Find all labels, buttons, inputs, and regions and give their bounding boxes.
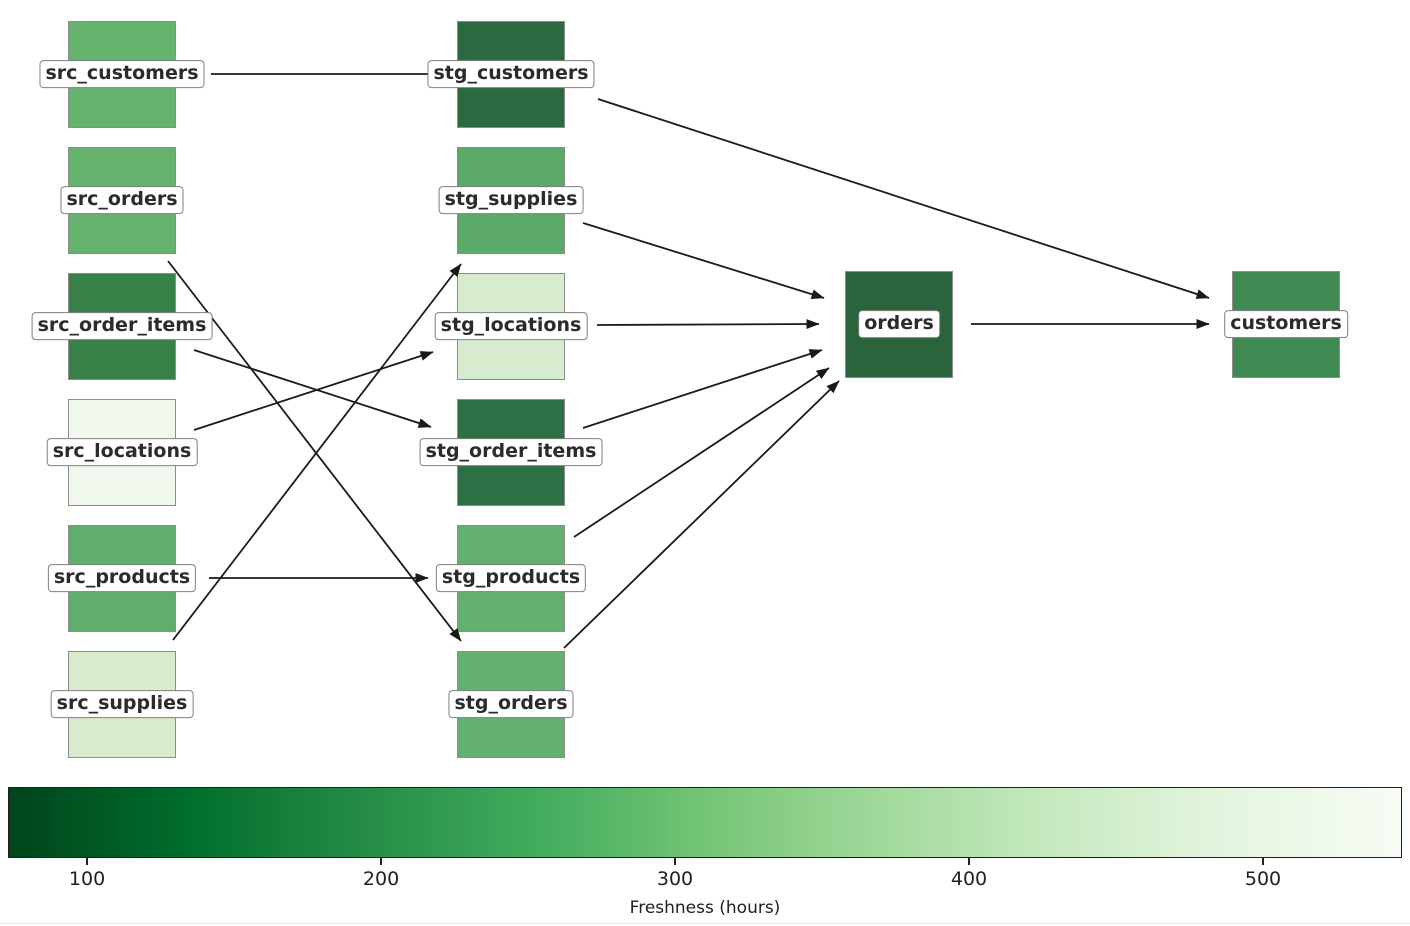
edge-stg_order_items-orders [582,349,823,429]
colorbar-axis-label: Freshness (hours) [629,898,781,918]
node-label-src_supplies: src_supplies [50,690,194,718]
node-label-customers: customers [1224,310,1348,338]
colorbar-tick-label-100: 100 [68,868,106,890]
node-label-src_orders: src_orders [60,186,184,214]
edge-stg_customers-customers [597,98,1210,299]
edge-src_order_items-stg_order_items [193,349,432,428]
node-label-src_products: src_products [47,564,197,592]
node-label-src_customers: src_customers [39,60,205,88]
edge-src_supplies-stg_supplies [172,263,462,641]
colorbar-gradient [9,788,1401,857]
node-label-stg_customers: stg_customers [427,60,595,88]
node-label-stg_locations: stg_locations [434,312,588,340]
colorbar-tick-300 [674,858,677,865]
colorbar-tick-500 [1262,858,1265,865]
colorbar-tick-label-200: 200 [362,868,400,890]
colorbar-tick-label-400: 400 [950,868,988,890]
colorbar-tick-100 [86,858,89,865]
node-label-orders: orders [858,310,940,338]
edge-stg_orders-orders [563,380,840,649]
node-label-stg_products: stg_products [435,564,587,592]
edge-stg_locations-orders [596,319,820,330]
node-label-stg_orders: stg_orders [448,690,574,718]
colorbar-tick-label-300: 300 [656,868,694,890]
edge-stg_products-orders [573,367,830,538]
freshness-colorbar [8,787,1402,858]
bottom-hairline [0,923,1410,924]
node-label-src_locations: src_locations [46,438,198,466]
node-label-src_order_items: src_order_items [31,312,213,340]
colorbar-tick-200 [380,858,383,865]
colorbar-tick-400 [968,858,971,865]
edge-src_locations-stg_locations [193,351,434,431]
edge-stg_supplies-orders [582,222,825,300]
node-label-stg_supplies: stg_supplies [438,186,584,214]
node-label-stg_order_items: stg_order_items [419,438,603,466]
colorbar-tick-label-500: 500 [1244,868,1282,890]
